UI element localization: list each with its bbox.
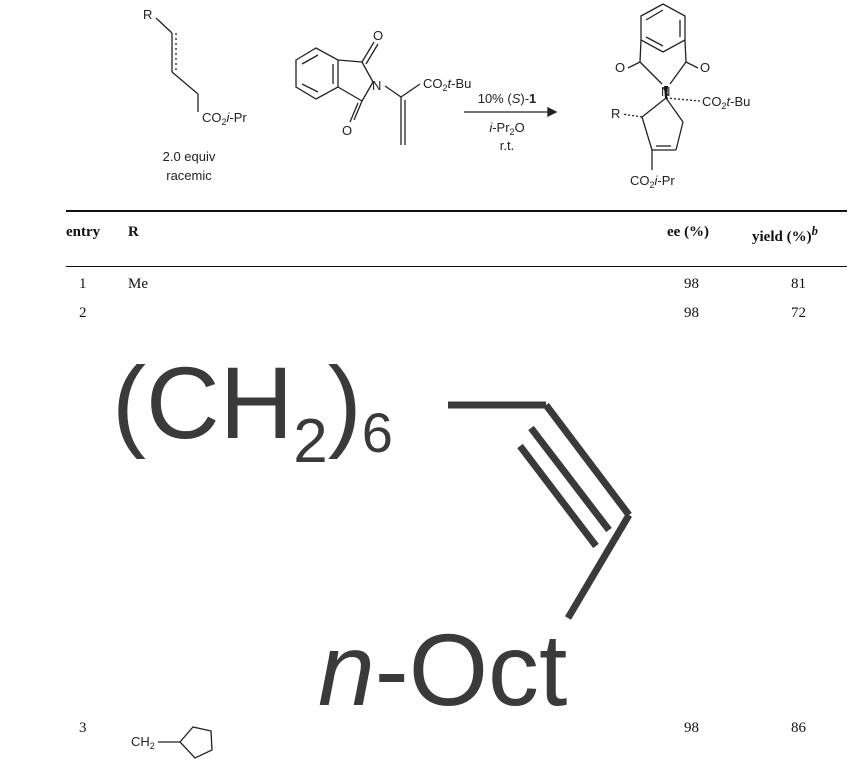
product-ester-ipr: CO2i-Pr <box>630 173 675 190</box>
table-top-rule <box>66 210 847 212</box>
row1-entry: 1 <box>79 276 87 292</box>
conditions-solvent: i-Pr2O <box>489 120 524 137</box>
product-o-right: O <box>700 60 710 75</box>
header-yield-text: yield (%) <box>752 229 812 245</box>
product-n: N <box>661 84 670 99</box>
reagent2-o-bottom: O <box>342 123 352 138</box>
reagent1-equiv: 2.0 equiv <box>163 149 216 164</box>
product-r-label: R <box>611 106 620 121</box>
entry3-cyclopentane <box>179 726 213 759</box>
entry2-alkyne-bond-c <box>517 443 599 549</box>
reaction-scheme: R CO2i-Pr 2.0 equiv racemic O O N CO2t-B… <box>143 3 750 190</box>
entry2-chain-bond-2 <box>564 513 633 620</box>
reagent1-r-label: R <box>143 7 152 22</box>
row1-yield: 81 <box>791 276 806 292</box>
row2-ee: 98 <box>684 305 699 321</box>
header-yield-footnote: b <box>811 224 818 238</box>
entry2-alkyne-bond-b <box>528 425 612 533</box>
header-yield: yield (%)b <box>752 224 818 246</box>
header-ee: ee (%) <box>667 224 710 240</box>
row3-ee: 98 <box>684 720 699 736</box>
reagent1-ester: CO2i-Pr <box>202 110 247 127</box>
row1-ee: 98 <box>684 276 699 292</box>
header-entry: entry <box>66 224 101 240</box>
row3-entry: 3 <box>79 720 87 736</box>
conditions-temp: r.t. <box>500 138 514 153</box>
entry3-ch2: CH2 <box>131 734 155 751</box>
allene-bond-1 <box>155 17 173 34</box>
conditions-catalyst: 10% (S)-1 <box>478 91 537 106</box>
reagent2-ester: CO2t-Bu <box>423 76 471 93</box>
table-header-rule <box>66 266 847 267</box>
row2-entry: 2 <box>79 305 87 321</box>
row2-yield: 72 <box>791 305 806 321</box>
allene-bond-3 <box>171 71 199 95</box>
product-ester-tbu: CO2t-Bu <box>702 94 750 111</box>
reagent2-o-top: O <box>373 28 383 43</box>
reagent2-n: N <box>372 78 381 93</box>
product-o-left: O <box>615 60 625 75</box>
header-r: R <box>128 224 139 240</box>
entry2-ch2-group: (CH2)6 <box>112 346 393 476</box>
reagent1-racemic: racemic <box>166 168 212 183</box>
row1-r: Me <box>128 276 148 292</box>
entry2-alkyne-bond-a <box>543 402 632 518</box>
row3-yield: 86 <box>791 720 806 736</box>
entry2-noct-group: n-Oct <box>318 613 567 727</box>
